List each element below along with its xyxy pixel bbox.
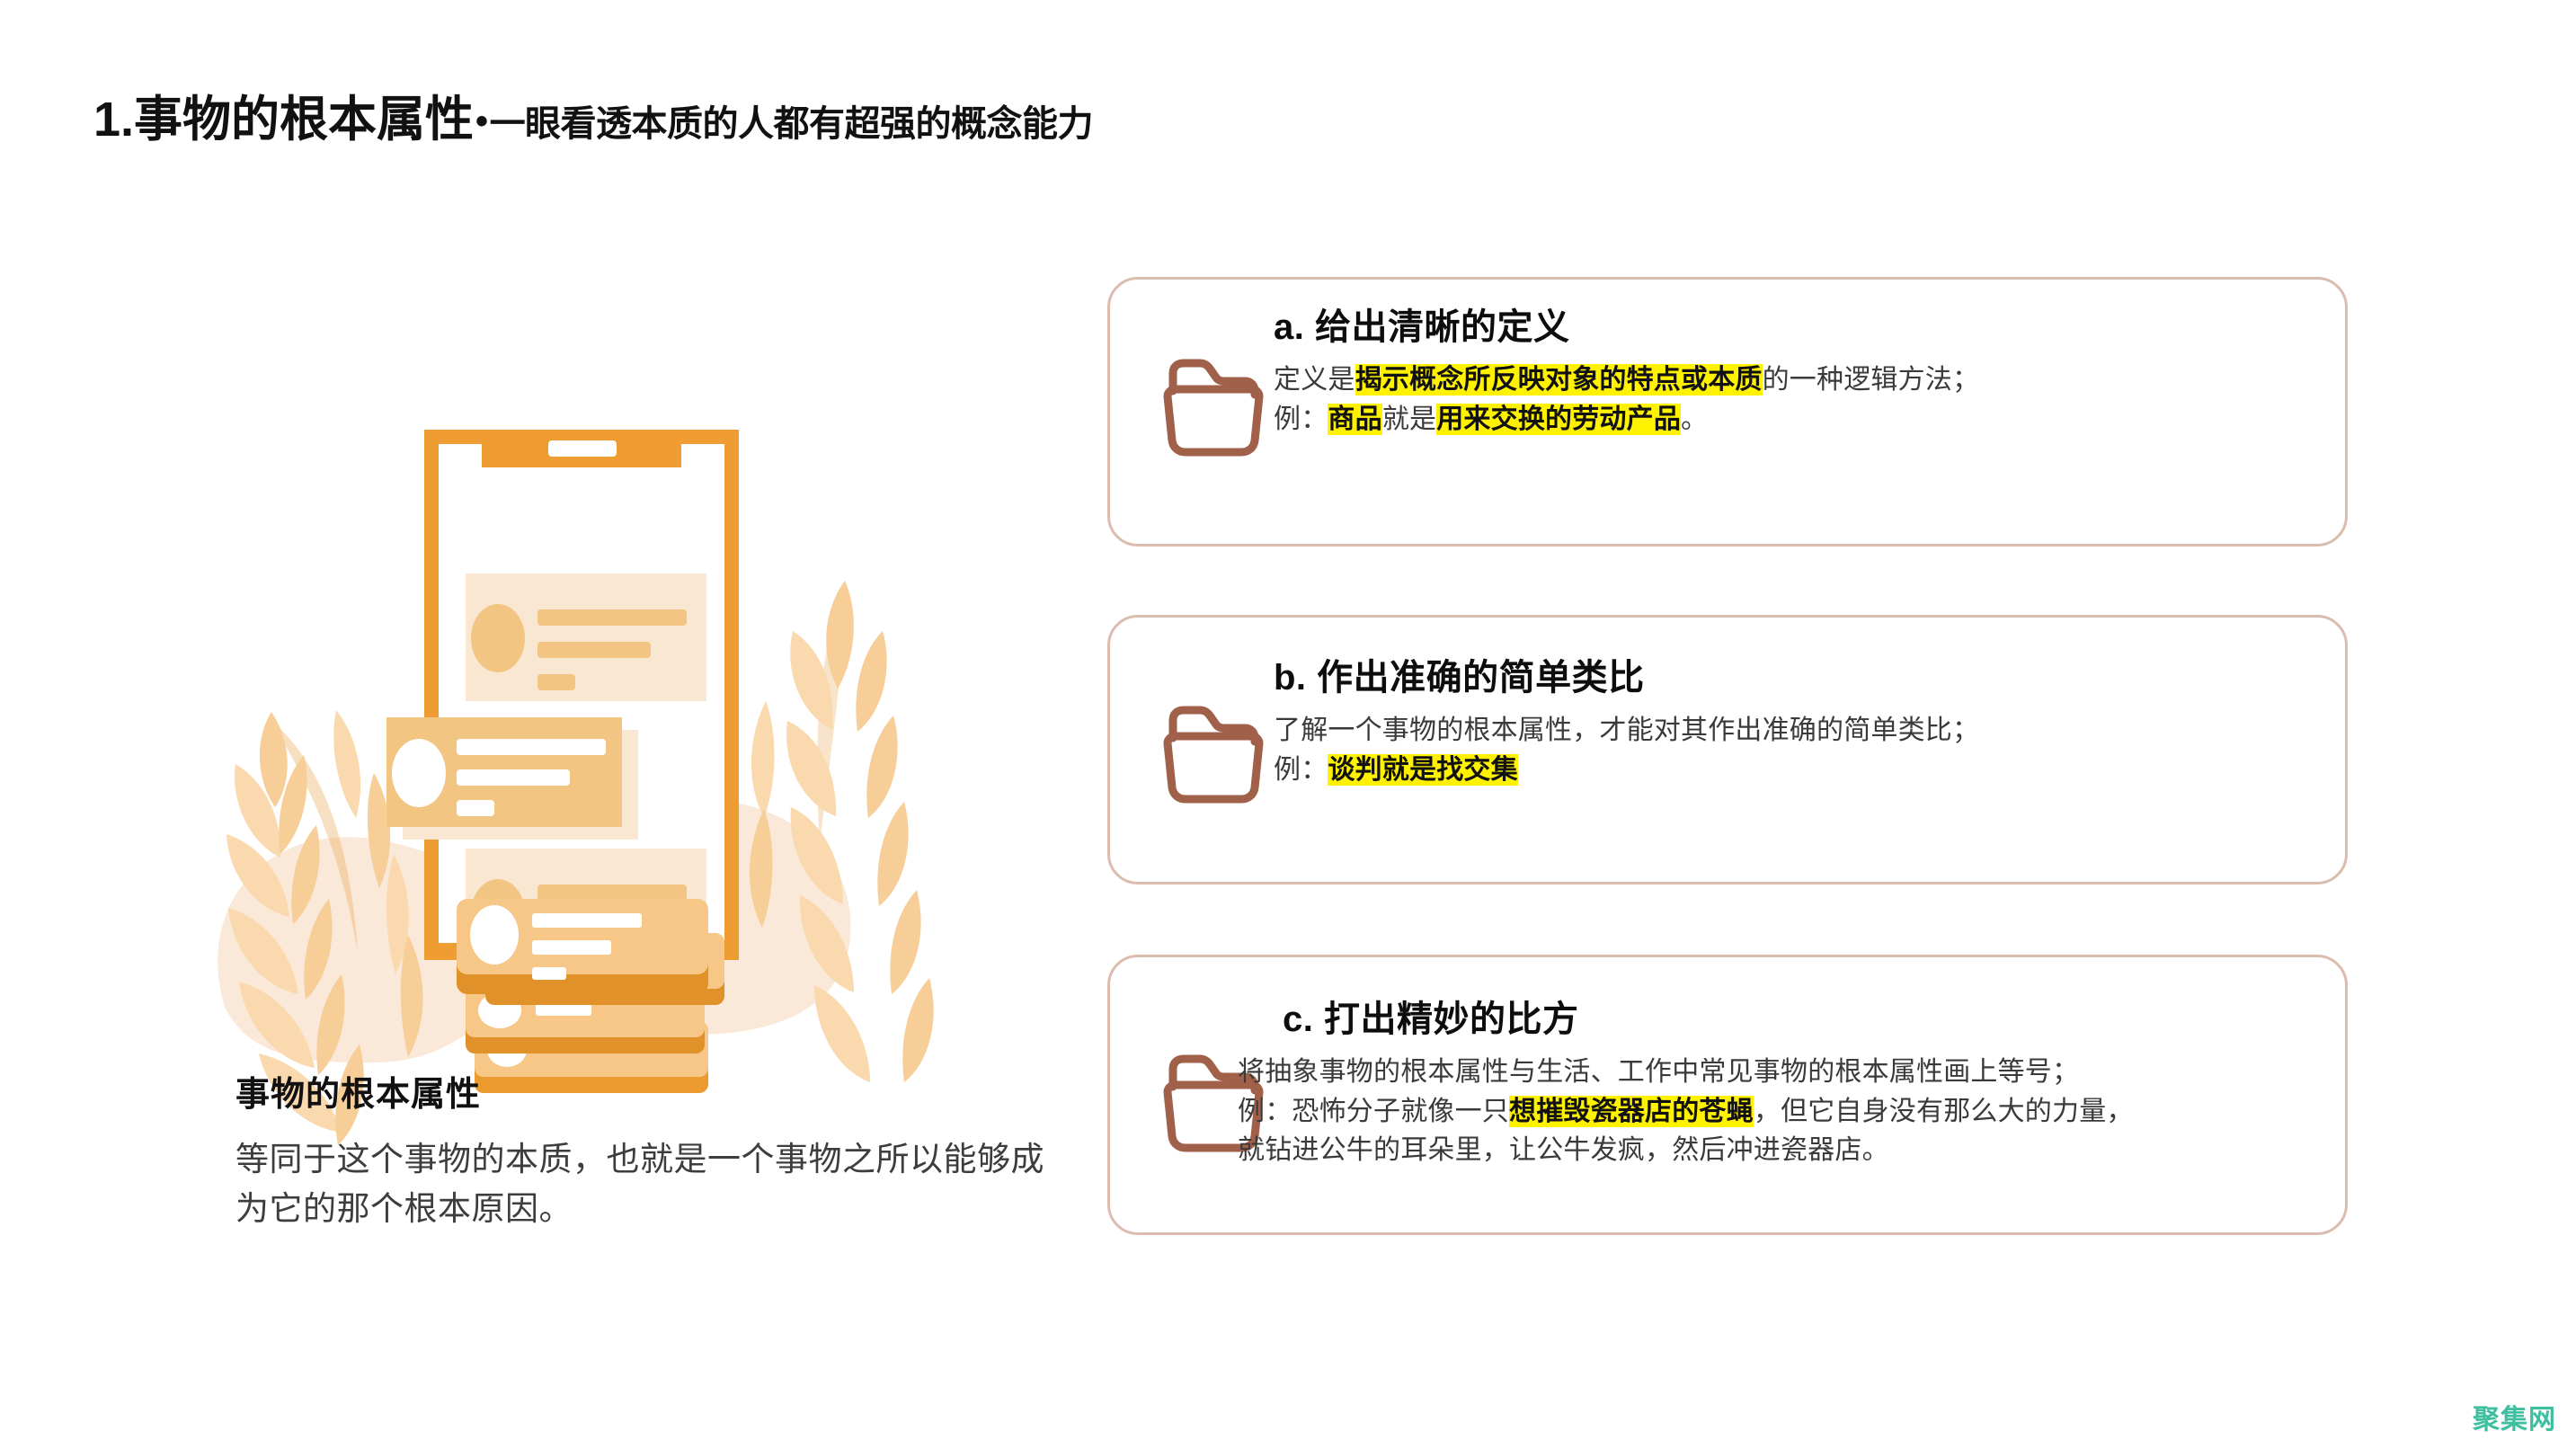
card-a-line2-highlight1: 商品 [1328, 404, 1382, 436]
caption-heading: 事物的根本属性 [235, 1076, 482, 1114]
card-a-title: a. 给出清晰的定义 [1274, 307, 1570, 347]
card-a[interactable]: a. 给出清晰的定义 定义是揭示概念所反映对象的特点或本质的一种逻辑方法； 例：… [1107, 277, 2348, 547]
card-a-line2: 例：商品就是用来交换的劳动产品。 [1274, 400, 2352, 440]
card-c-line2-highlight1: 想摧毁瓷器店的苍蝇 [1509, 1095, 1754, 1127]
title-subtitle: 一眼看透本质的人都有超强的概念能力 [489, 104, 1094, 144]
card-a-line2-mid: 就是 [1381, 404, 1437, 435]
title-separator: • [475, 102, 488, 141]
card-a-body: a. 给出清晰的定义 定义是揭示概念所反映对象的特点或本质的一种逻辑方法； 例：… [1274, 307, 2352, 440]
card-a-line1: 定义是揭示概念所反映对象的特点或本质的一种逻辑方法； [1274, 360, 2352, 400]
card-c-line2-mid: ，但它自身没有那么大的力量， [1753, 1096, 2134, 1126]
card-a-line1-post: 的一种逻辑方法； [1762, 365, 1980, 395]
card-b-body: b. 作出准确的简单类比 了解一个事物的根本属性，才能对其作出准确的简单类比； … [1274, 657, 2352, 791]
screen-row-highlighted [386, 717, 638, 840]
card-b-title: b. 作出准确的简单类比 [1274, 658, 1645, 698]
left-caption-block: 事物的根本属性 等同于这个事物的本质，也就是一个事物之所以能够成为它的那个根本原… [235, 1076, 1044, 1234]
card-b-line1: 了解一个事物的根本属性，才能对其作出准确的简单类比； [1274, 711, 2352, 751]
card-c-body: c. 打出精妙的比方 将抽象事物的根本属性与生活、工作中常见事物的根本属性画上等… [1238, 999, 2352, 1170]
stack-card-top [457, 899, 708, 994]
card-c-line1: 将抽象事物的根本属性与生活、工作中常见事物的根本属性画上等号； [1238, 1053, 2352, 1092]
illustration-phone-mockup [216, 378, 971, 1151]
card-b-line2-highlight1: 谈判就是找交集 [1328, 754, 1518, 787]
card-a-line2-pre: 例： [1274, 404, 1328, 435]
folder-icon [1155, 353, 1272, 461]
card-b-line2: 例：谈判就是找交集 [1274, 751, 2352, 790]
title-number: 1. [93, 93, 135, 147]
card-b-line1-pre: 了解一个事物的根本属性，才能对其作出准确的简单类比； [1274, 716, 1980, 745]
title-main: 事物的根本属性 [134, 93, 475, 147]
card-c-line2: 例：恐怖分子就像一只想摧毁瓷器店的苍蝇，但它自身没有那么大的力量， [1238, 1092, 2352, 1132]
page-title: 1.事物的根本属性•一眼看透本质的人都有超强的概念能力 [93, 79, 1094, 150]
card-c-line3: 就钻进公牛的耳朵里，让公牛发疯，然后冲进瓷器店。 [1238, 1135, 1889, 1165]
card-c-line1-pre: 将抽象事物的根本属性与生活、工作中常见事物的根本属性画上等号； [1238, 1057, 2080, 1087]
card-b-line2-pre: 例： [1274, 755, 1328, 786]
plant-left [227, 710, 423, 1145]
folder-icon [1155, 1049, 1272, 1157]
caption-body: 等同于这个事物的本质，也就是一个事物之所以能够成为它的那个根本原因。 [235, 1140, 1044, 1228]
folder-icon [1155, 700, 1272, 808]
card-a-line1-highlight: 揭示概念所反映对象的特点或本质 [1355, 364, 1763, 396]
card-stack [457, 899, 724, 1093]
card-c-line2-pre: 例：恐怖分子就像一只 [1238, 1096, 1509, 1126]
screen-row [466, 573, 706, 701]
plant-right [749, 581, 934, 1082]
card-c-title: c. 打出精妙的比方 [1283, 1000, 1579, 1039]
card-c[interactable]: c. 打出精妙的比方 将抽象事物的根本属性与生活、工作中常见事物的根本属性画上等… [1107, 955, 2348, 1235]
card-b[interactable]: b. 作出准确的简单类比 了解一个事物的根本属性，才能对其作出准确的简单类比； … [1107, 615, 2348, 885]
card-a-line2-highlight2: 用来交换的劳动产品 [1436, 404, 1682, 436]
card-a-line1-pre: 定义是 [1274, 365, 1355, 395]
watermark: 聚集网 [2473, 1405, 2556, 1435]
card-a-line2-post: 。 [1681, 404, 1709, 435]
